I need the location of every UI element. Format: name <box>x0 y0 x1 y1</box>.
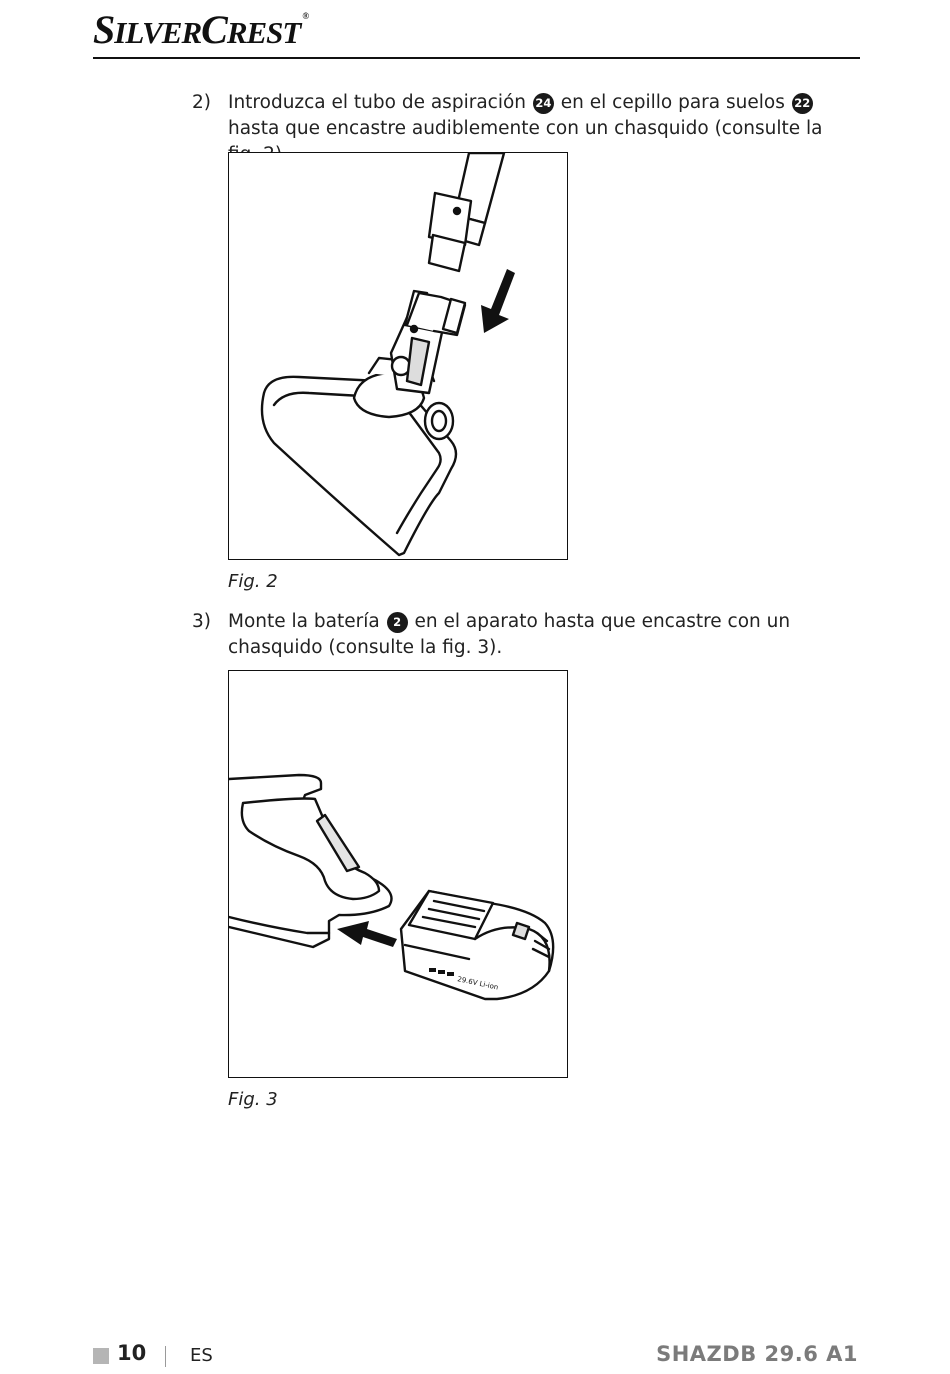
footer-square <box>93 1348 109 1364</box>
footer-divider <box>165 1346 166 1367</box>
figure-2 <box>228 152 568 560</box>
step-text: Monte la batería 2 en el aparato hasta q… <box>228 611 791 658</box>
ref-badge: 2 <box>386 612 408 633</box>
ref-badge: 22 <box>791 93 813 114</box>
ref-badge: 24 <box>532 93 554 114</box>
step-number: 2) <box>192 92 211 113</box>
floor-brush-illustration <box>260 153 515 557</box>
language-code: ES <box>190 1345 213 1366</box>
header-rule <box>93 57 860 59</box>
figure-caption: Fig. 3 <box>228 1089 278 1110</box>
model-number: SHAZDB 29.6 A1 <box>656 1342 858 1366</box>
battery-illustration: 29.6V Li-ion <box>229 773 555 1001</box>
figure-caption: Fig. 2 <box>228 571 278 592</box>
step-3: 3) Monte la batería 2 en el aparato hast… <box>192 609 852 661</box>
brand-logo: SILVERCREST® <box>93 7 309 52</box>
page-number: 10 <box>117 1341 147 1365</box>
figure-3: 29.6V Li-ion <box>228 670 568 1078</box>
step-number: 3) <box>192 611 211 632</box>
